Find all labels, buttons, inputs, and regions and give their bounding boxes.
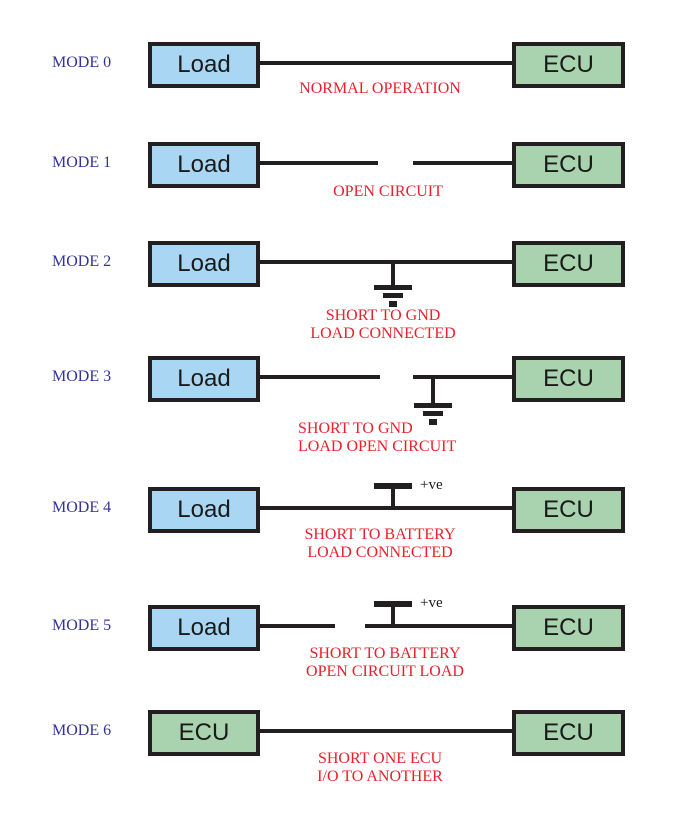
caption-line: NORMAL OPERATION	[299, 80, 461, 97]
caption-line: I/O TO ANOTHER	[317, 768, 443, 785]
mode-label: MODE 5	[52, 617, 112, 634]
wire-segment	[260, 161, 378, 165]
caption-line: SHORT TO BATTERY	[309, 645, 461, 662]
caption-line: OPEN CIRCUIT	[333, 183, 443, 200]
ecu-box: ECU	[512, 487, 625, 533]
caption: NORMAL OPERATION	[255, 80, 505, 98]
caption-line: LOAD OPEN CIRCUIT	[298, 438, 457, 455]
mode-label: MODE 1	[52, 154, 112, 171]
wire-segment	[260, 624, 335, 628]
ecu-box: ECU	[512, 605, 625, 651]
mode-label: MODE 2	[52, 253, 112, 270]
ecu-box: ECU	[512, 710, 625, 756]
caption-line: LOAD CONNECTED	[307, 544, 453, 561]
caption: SHORT ONE ECU I/O TO ANOTHER	[255, 750, 505, 786]
caption-line: LOAD CONNECTED	[310, 325, 456, 342]
caption-line: SHORT TO GND	[325, 307, 441, 324]
wire-segment	[413, 375, 512, 379]
load-box: Load	[148, 142, 260, 188]
caption: SHORT TO GND LOAD OPEN CIRCUIT	[298, 420, 548, 456]
battery-positive-label: +ve	[420, 595, 443, 611]
ecu-box: ECU	[512, 42, 625, 88]
load-box: Load	[148, 605, 260, 651]
mode-label: MODE 6	[52, 722, 112, 739]
caption: SHORT TO GND LOAD CONNECTED	[258, 307, 508, 343]
caption: SHORT TO BATTERY OPEN CIRCUIT LOAD	[260, 645, 510, 681]
ecu-box: ECU	[512, 142, 625, 188]
caption: OPEN CIRCUIT	[263, 183, 513, 201]
ecu-box: ECU	[512, 241, 625, 287]
ecu-box: ECU	[512, 356, 625, 402]
wire-segment	[260, 729, 512, 733]
load-box: Load	[148, 241, 260, 287]
wire-segment	[260, 61, 512, 65]
mode-label: MODE 0	[52, 54, 112, 71]
wire-segment	[365, 624, 512, 628]
wire-segment	[260, 375, 380, 379]
wire-segment	[413, 161, 512, 165]
battery-positive-label: +ve	[420, 477, 443, 493]
caption-line: SHORT TO GND	[298, 420, 413, 437]
mode-label: MODE 3	[52, 368, 112, 385]
caption-line: SHORT TO BATTERY	[304, 526, 456, 543]
caption-line: SHORT ONE ECU	[317, 750, 443, 767]
load-box: Load	[148, 487, 260, 533]
caption: SHORT TO BATTERY LOAD CONNECTED	[255, 526, 505, 562]
wire-segment	[260, 506, 512, 510]
ecu-box: ECU	[148, 710, 260, 756]
wire-segment	[260, 260, 512, 264]
caption-line: OPEN CIRCUIT LOAD	[306, 663, 464, 680]
mode-label: MODE 4	[52, 499, 112, 516]
load-box: Load	[148, 42, 260, 88]
load-box: Load	[148, 356, 260, 402]
